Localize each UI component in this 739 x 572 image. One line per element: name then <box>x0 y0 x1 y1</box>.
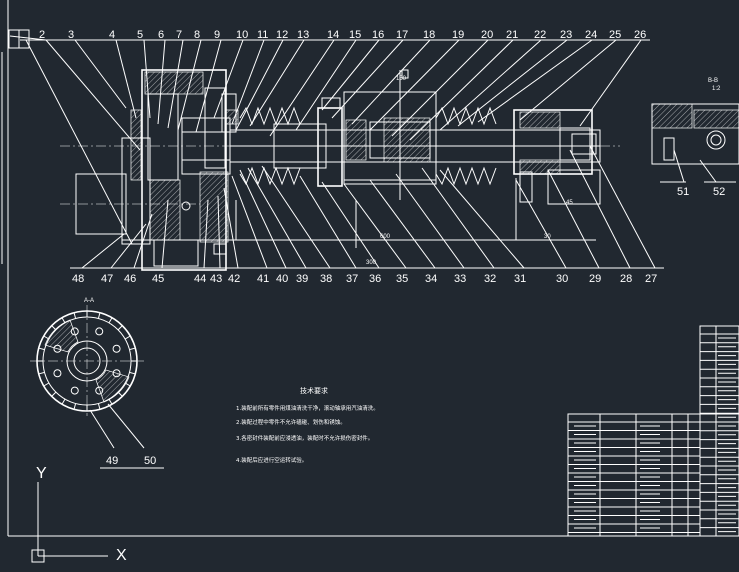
svg-text:1:2: 1:2 <box>712 86 721 92</box>
label-51: 51 <box>677 186 689 198</box>
label-10[interactable]: 10 <box>236 29 248 41</box>
label-31[interactable]: 31 <box>514 273 526 285</box>
coupling-housing <box>141 69 227 271</box>
label-5[interactable]: 5 <box>137 29 143 41</box>
label-41[interactable]: 41 <box>257 273 269 285</box>
label-40[interactable]: 40 <box>276 273 288 285</box>
svg-text:45: 45 <box>566 200 573 206</box>
label-52: 52 <box>713 186 725 198</box>
bellows-right <box>435 106 497 126</box>
label-39[interactable]: 39 <box>296 273 308 285</box>
label-24[interactable]: 24 <box>585 29 597 41</box>
label-12[interactable]: 12 <box>276 29 288 41</box>
label-2[interactable]: 2 <box>39 29 45 41</box>
note-2: 2.装配过程中零件不允许磕碰、划伤和锈蚀。 <box>236 418 346 426</box>
label-28[interactable]: 28 <box>620 273 632 285</box>
note-3: 3.各密封件装配前应浸透油，装配时不允许损伤密封件。 <box>236 434 373 442</box>
leader-lines-top <box>9 35 650 245</box>
label-13[interactable]: 13 <box>297 29 309 41</box>
note-4: 4.装配后应进行空运转试验。 <box>236 456 307 464</box>
label-48[interactable]: 48 <box>72 273 84 285</box>
label-15[interactable]: 15 <box>349 29 361 41</box>
label-7[interactable]: 7 <box>176 29 182 41</box>
nut-flange <box>317 107 343 187</box>
bellows-left <box>239 106 301 126</box>
label-30[interactable]: 30 <box>556 273 568 285</box>
ucs-x-label: X <box>116 547 127 564</box>
label-4[interactable]: 4 <box>109 29 115 41</box>
svg-text:300: 300 <box>366 260 377 266</box>
label-11[interactable]: 11 <box>257 29 268 41</box>
label-45[interactable]: 45 <box>152 273 164 285</box>
label-50: 50 <box>144 455 156 467</box>
technical-requirements: 技术要求 1.装配前所有零件用煤油清洗干净，滚动轴承用汽油清洗。 2.装配过程中… <box>236 386 379 464</box>
label-33[interactable]: 33 <box>454 273 466 285</box>
section-title-bb: B-B <box>708 78 718 84</box>
label-18[interactable]: 18 <box>423 29 435 41</box>
label-6[interactable]: 6 <box>158 29 164 41</box>
input-shaft <box>75 173 127 235</box>
label-20[interactable]: 20 <box>481 29 493 41</box>
label-9[interactable]: 9 <box>214 29 220 41</box>
label-32[interactable]: 32 <box>484 273 496 285</box>
leader-lines-bottom <box>70 145 664 269</box>
carriage-block <box>343 91 437 185</box>
notes-title: 技术要求 <box>300 386 328 395</box>
label-22[interactable]: 22 <box>534 29 546 41</box>
label-3[interactable]: 3 <box>68 29 74 41</box>
part-labels-bottom[interactable]: 48 47 46 45 44 43 42 41 40 39 38 37 36 35 34 33 32 31 30 29… <box>72 273 657 285</box>
label-34[interactable]: 34 <box>425 273 437 285</box>
label-17[interactable]: 17 <box>396 29 408 41</box>
label-8[interactable]: 8 <box>194 29 200 41</box>
label-19[interactable]: 19 <box>452 29 464 41</box>
label-44[interactable]: 44 <box>194 273 206 285</box>
svg-text:30: 30 <box>544 234 551 240</box>
label-27[interactable]: 27 <box>645 273 657 285</box>
label-25[interactable]: 25 <box>609 29 621 41</box>
label-14[interactable]: 14 <box>327 29 339 41</box>
label-49: 49 <box>106 455 118 467</box>
label-35[interactable]: 35 <box>396 273 408 285</box>
label-26[interactable]: 26 <box>634 29 646 41</box>
label-36[interactable]: 36 <box>369 273 381 285</box>
label-23[interactable]: 23 <box>560 29 572 41</box>
label-16[interactable]: 16 <box>372 29 384 41</box>
label-46[interactable]: 46 <box>124 273 136 285</box>
ucs-axis-icon: Y X <box>31 465 127 564</box>
label-37[interactable]: 37 <box>346 273 358 285</box>
label-43[interactable]: 43 <box>210 273 222 285</box>
parts-list-title-block[interactable] <box>567 325 739 537</box>
label-42[interactable]: 42 <box>228 273 240 285</box>
label-38[interactable]: 38 <box>320 273 332 285</box>
label-21[interactable]: 21 <box>506 29 518 41</box>
label-47[interactable]: 47 <box>101 273 113 285</box>
label-29[interactable]: 29 <box>589 273 601 285</box>
main-assembly-view[interactable]: 600 30 150 45 300 <box>60 69 620 271</box>
section-view-bb[interactable]: B-B 1:2 51 52 <box>651 78 739 198</box>
section-title-aa: A-A <box>84 298 94 304</box>
ucs-y-label: Y <box>36 465 47 482</box>
svg-text:150: 150 <box>396 76 407 82</box>
note-1: 1.装配前所有零件用煤油清洗干净，滚动轴承用汽油清洗。 <box>236 404 379 412</box>
flange-view-aa[interactable]: A-A 49 50 <box>30 298 164 469</box>
svg-text:600: 600 <box>380 234 391 240</box>
